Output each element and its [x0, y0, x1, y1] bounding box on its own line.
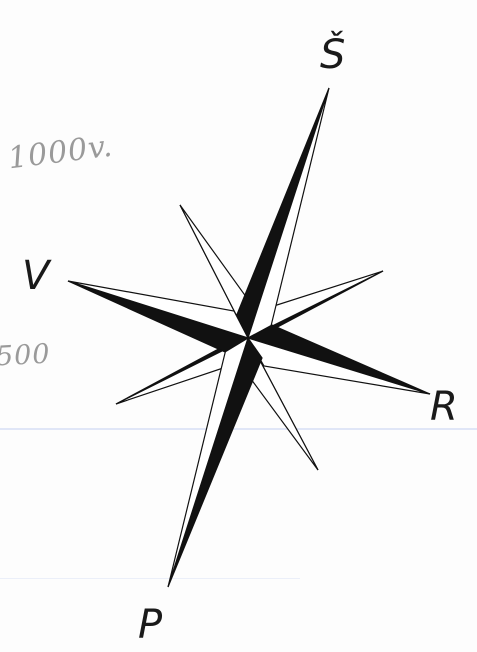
cardinal-points: [68, 88, 430, 587]
point-east-light: [248, 338, 430, 394]
compass-label-west: V: [22, 256, 49, 296]
compass-label-north: Š: [320, 35, 345, 75]
compass-label-east: R: [430, 387, 458, 427]
compass-label-south: P: [138, 605, 162, 645]
point-west-light: [68, 281, 248, 338]
